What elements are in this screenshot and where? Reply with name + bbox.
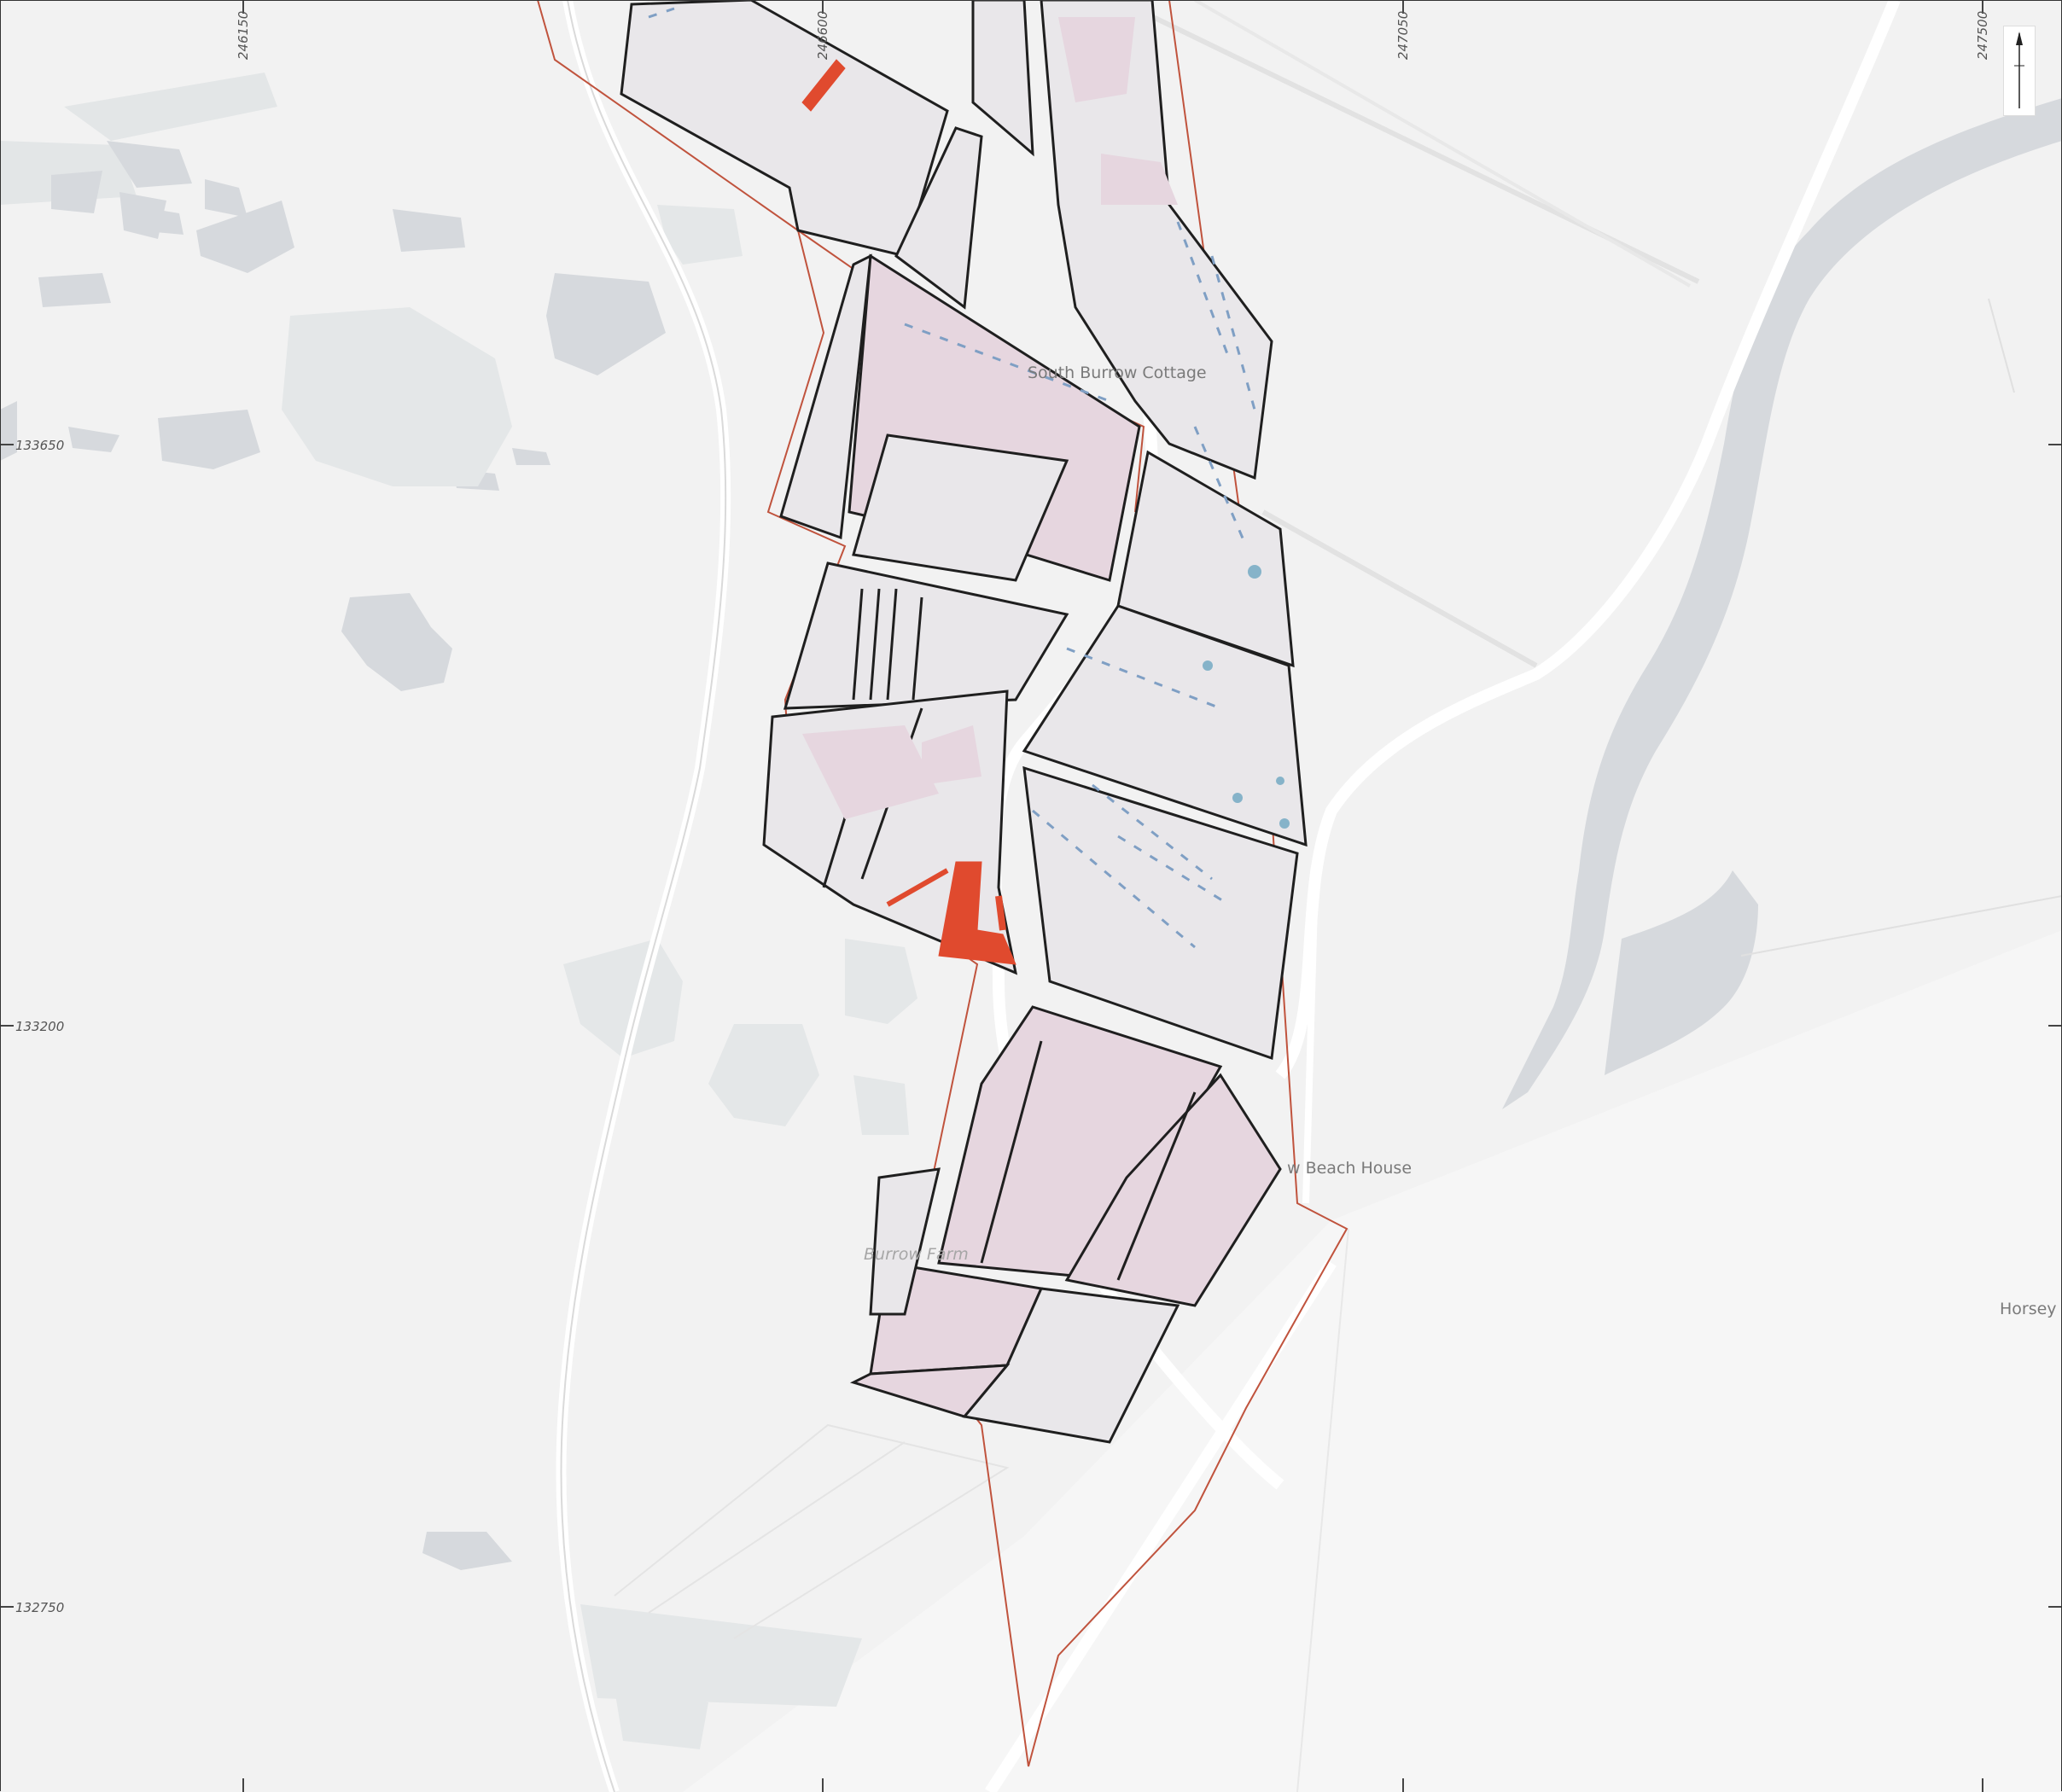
easting-label-247050: 247050 [1395,11,1411,60]
river-branch [1605,870,1758,1075]
ponds [1203,565,1290,829]
easting-label-246600: 246600 [815,11,830,60]
field-north-east [1040,0,1273,480]
north-arrow-glyph [2014,32,2024,108]
place-label-south-burrow: South Burrow Cottage [1028,364,1207,382]
northing-label-133650: 133650 [15,438,64,453]
water-bodies [0,73,666,1570]
easting-label-247500: 247500 [1975,11,1990,60]
ditch-lines [648,7,1256,949]
roads [556,0,2062,1792]
field-centre-2 [852,433,1069,582]
field-south-2 [1064,1073,1282,1307]
field-south-4 [962,1287,1180,1444]
place-label-burrow-farm: Burrow Farm [864,1245,969,1264]
field-south-5 [849,1364,1011,1418]
northing-label-133200: 133200 [15,1019,64,1034]
field-west-long [779,253,872,540]
pink-habitat [802,17,1178,819]
north-arrow-icon [2003,26,2036,116]
highlight-feature [801,59,1016,965]
place-label-horsey: Horsey I [2000,1300,2062,1318]
northing-label-132750: 132750 [15,1600,64,1615]
field-sliver [869,1167,941,1316]
field-north-2 [894,126,983,310]
field-east-3 [1022,604,1308,847]
field-north-1 [620,0,949,258]
lighter-water [282,205,917,1749]
easting-label-246150: 246150 [236,11,251,60]
field-north-3 [971,0,1034,157]
river [1502,98,2062,1109]
sea-area [683,930,2062,1792]
field-east-4 [1022,765,1299,1061]
place-label-beach-house: w Beach House [1287,1159,1412,1178]
field-east-2 [1116,450,1295,668]
